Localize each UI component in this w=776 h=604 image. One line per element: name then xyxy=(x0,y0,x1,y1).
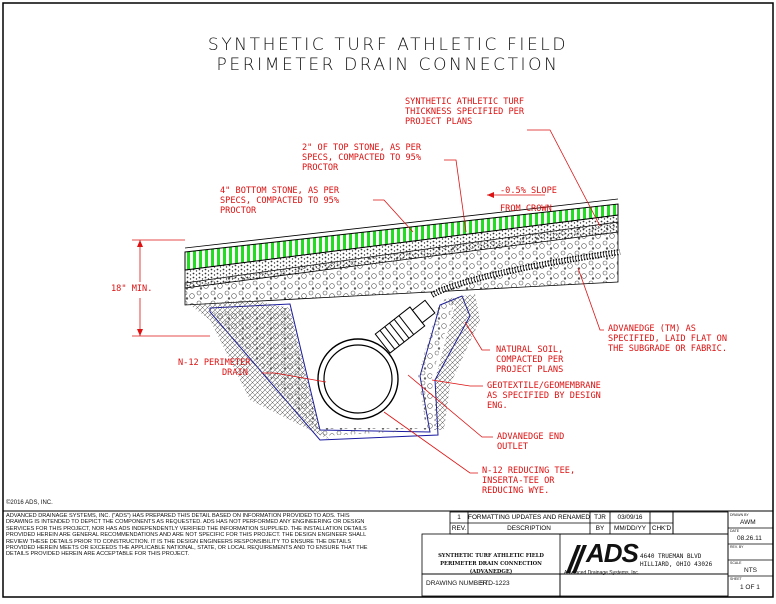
drawing-number: STD-1223 xyxy=(480,580,510,587)
company-name: Advanced Drainage Systems, Inc. xyxy=(564,570,640,576)
date-header: MM/DD/YY xyxy=(614,525,646,532)
sheet-number: 1 OF 1 xyxy=(740,584,760,591)
rev-date: 03/09/16 xyxy=(617,514,643,521)
description-header: DESCRIPTION xyxy=(507,525,551,532)
drawn-by: AWM xyxy=(740,519,756,526)
drawing-title-line1: SYNTHETIC TURF ATHLETIC FIELD xyxy=(207,35,569,55)
end-outlet xyxy=(374,299,436,354)
date-label: DATE xyxy=(730,529,740,533)
rev-by: TJR xyxy=(594,514,606,521)
title-block-lines xyxy=(421,511,773,597)
field-layers xyxy=(184,198,619,306)
copyright: ©2016 ADS, INC. xyxy=(6,500,53,506)
ads-logo-slashes xyxy=(566,545,587,573)
ads-logo: ADS xyxy=(586,538,639,568)
scale-label: SCALE xyxy=(730,561,742,565)
scale-value: NTS xyxy=(744,567,757,574)
sheet-label: SHEET xyxy=(730,577,742,581)
by-header: BY xyxy=(595,525,605,532)
disclaimer: ADVANCED DRAINAGE SYSTEMS, INC. ("ADS") … xyxy=(6,513,368,558)
drawn-by-label: DRAWN BY xyxy=(730,513,749,517)
rev-header: REV. xyxy=(451,525,467,532)
drawing-number-label: DRAWING NUMBER: xyxy=(426,580,489,587)
leader-lines xyxy=(262,129,604,474)
rev-by-label: REV. BY xyxy=(730,545,744,549)
drawing-date: 08.26.11 xyxy=(737,535,762,542)
rev-number: 1 xyxy=(457,514,461,521)
checked-header: CHK'D xyxy=(651,525,672,532)
drawing-title-line2: PERIMETER DRAIN CONNECTION xyxy=(216,55,560,75)
rev-description: FORMATTING UPDATES AND RENAMED xyxy=(468,514,590,521)
dimension-label: 18" MIN. xyxy=(111,284,153,294)
